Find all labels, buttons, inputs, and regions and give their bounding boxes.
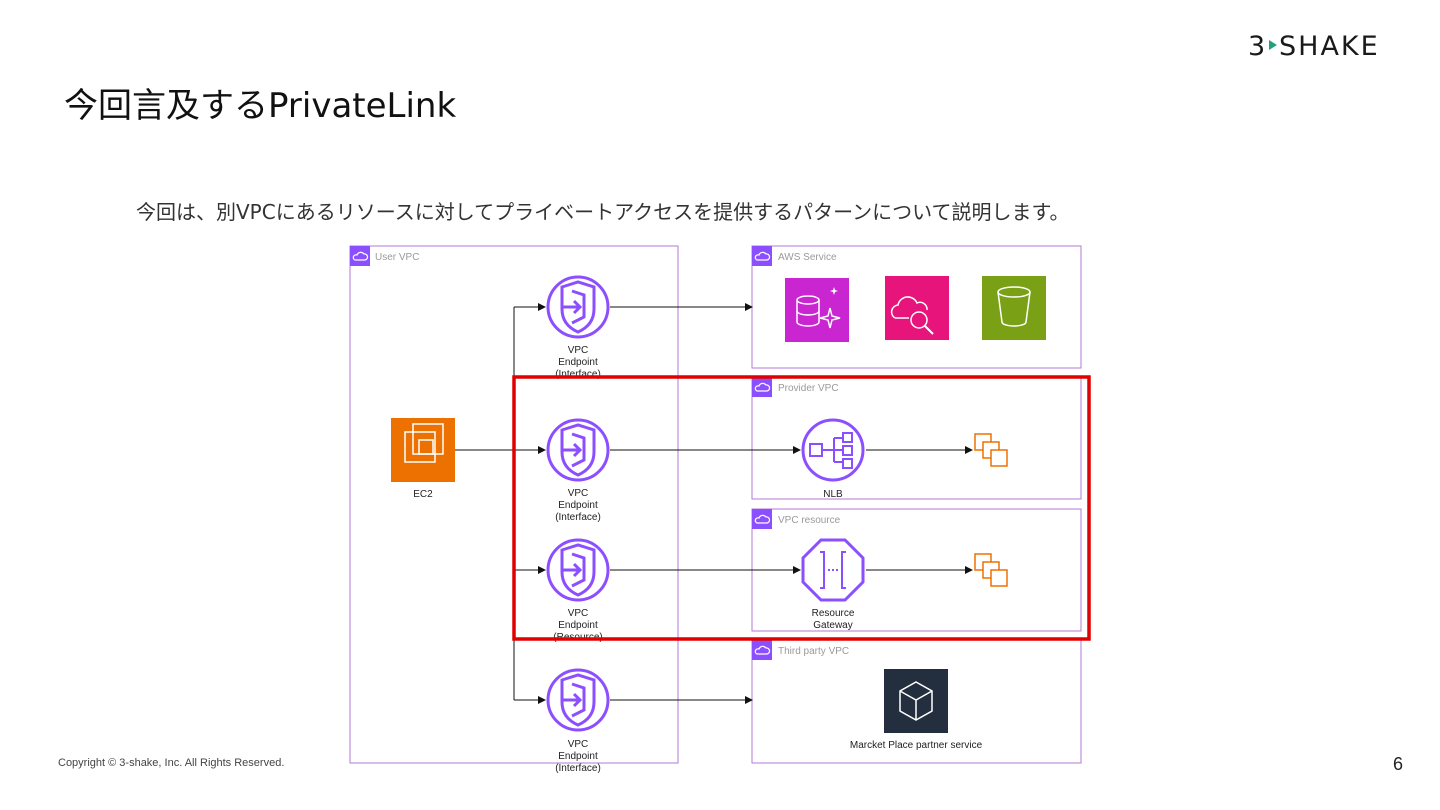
database-service xyxy=(785,278,849,342)
cloud-icon xyxy=(751,245,773,267)
cloud-icon xyxy=(349,245,371,267)
endpoint-2-label-line1: VPC xyxy=(568,488,589,499)
marketplace-node: Marcket Place partner service xyxy=(850,669,983,751)
nlb-icon xyxy=(801,418,865,482)
ec2-label: EC2 xyxy=(413,489,433,500)
endpoint-4-label-line2: Endpoint xyxy=(558,751,598,762)
vpc-endpoint-interface-4: VPC Endpoint (Interface) xyxy=(546,668,610,774)
endpoint-4-label-line1: VPC xyxy=(568,739,589,750)
endpoint-3-label-line1: VPC xyxy=(568,608,589,619)
vpc-endpoint-resource: VPC Endpoint (Resource) xyxy=(546,538,610,643)
cloud-icon xyxy=(751,376,773,398)
highlight-box xyxy=(512,375,1091,641)
marketplace-label: Marcket Place partner service xyxy=(850,740,983,751)
endpoint-1-label-line1: VPC xyxy=(568,345,589,356)
user-vpc-label: User VPC xyxy=(375,252,419,263)
page-subtitle: 今回は、別VPCにあるリソースに対してプライベートアクセスを提供するパターンにつ… xyxy=(136,200,1070,224)
provider-vpc-group: Provider VPC xyxy=(751,376,1082,500)
resource-gateway-icon xyxy=(801,538,865,602)
instances-icon xyxy=(974,553,1008,587)
vpc-endpoint-interface-1: VPC Endpoint (Interface) xyxy=(546,275,610,380)
vpc-endpoint-icon xyxy=(546,418,610,482)
endpoint-3-label-line2: Endpoint xyxy=(558,620,598,631)
cloud-icon xyxy=(751,508,773,530)
database-icon xyxy=(785,278,849,342)
vpc-resource-label: VPC resource xyxy=(778,515,841,526)
logo-arrow-icon xyxy=(1269,40,1277,50)
nlb-label: NLB xyxy=(823,489,843,500)
vpc-endpoint-icon xyxy=(546,538,610,602)
logo-mark: 3 SHAKE xyxy=(1248,31,1380,62)
cloud-search-service xyxy=(885,276,949,340)
s3-bucket-icon xyxy=(982,276,1046,340)
vpc-endpoint-interface-2: VPC Endpoint (Interface) xyxy=(546,418,610,523)
provider-vpc-label: Provider VPC xyxy=(778,383,839,394)
resource-gateway-label-line2: Gateway xyxy=(813,620,852,631)
copyright-text: Copyright © 3-shake, Inc. All Rights Res… xyxy=(58,757,285,769)
resource-gateway-label-line1: Resource xyxy=(812,608,855,619)
aws-service-label: AWS Service xyxy=(778,252,837,263)
endpoint-2-label-line2: Endpoint xyxy=(558,500,598,511)
endpoint-1-label-line3: (Interface) xyxy=(555,369,601,380)
nlb-node: NLB xyxy=(801,418,865,500)
svg-text:SHAKE: SHAKE xyxy=(1279,31,1380,62)
vpc-endpoint-icon xyxy=(546,668,610,732)
page-number: 6 xyxy=(1393,754,1404,774)
endpoint-1-label-line2: Endpoint xyxy=(558,357,598,368)
s3-service xyxy=(982,276,1046,340)
ec2-node: EC2 xyxy=(391,418,455,500)
third-party-vpc-label: Third party VPC xyxy=(778,646,849,657)
svg-text:3: 3 xyxy=(1248,31,1265,62)
company-logo: 3 SHAKE xyxy=(1248,28,1388,62)
cloud-search-icon xyxy=(885,276,949,340)
endpoint-2-label-line3: (Interface) xyxy=(555,512,601,523)
user-vpc-group: User VPC xyxy=(349,245,679,764)
page-title: 今回言及するPrivateLink xyxy=(64,86,457,126)
connectors xyxy=(455,303,973,704)
cloud-icon xyxy=(751,639,773,661)
ec2-icon xyxy=(391,418,455,482)
endpoint-4-label-line3: (Interface) xyxy=(555,763,601,774)
instances-icon xyxy=(974,433,1008,467)
resource-gateway-node: Resource Gateway xyxy=(801,538,865,631)
vpc-endpoint-icon xyxy=(546,275,610,339)
